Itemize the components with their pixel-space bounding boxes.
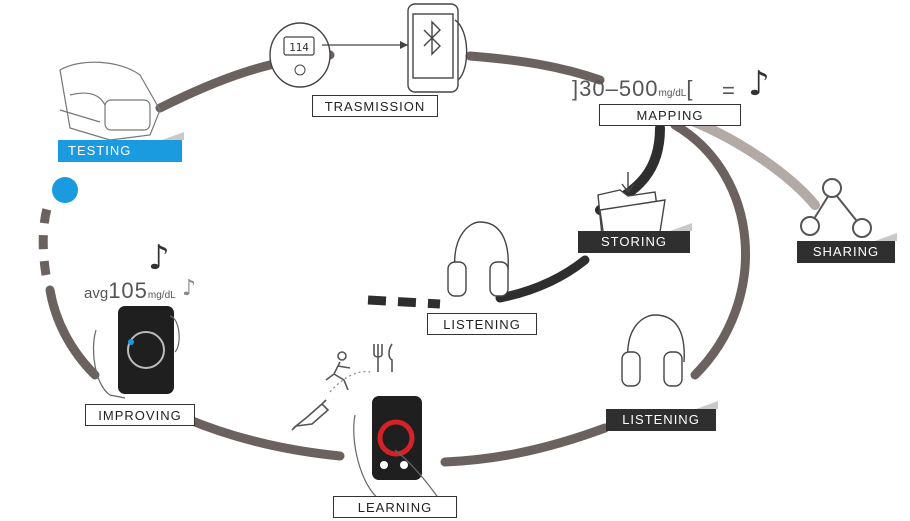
learning-dotted-arc — [329, 370, 371, 393]
loop-arc-left-lower — [45, 285, 100, 380]
avg-value: 105 — [108, 278, 148, 303]
testing-dot — [52, 177, 78, 203]
sharing-path — [685, 115, 820, 210]
transmission-arrow-head — [400, 41, 408, 49]
stage-label-trasmission: TRASMISSION — [312, 95, 438, 117]
fork-knife-icon — [373, 343, 393, 372]
loop-arc-right — [670, 120, 750, 380]
stage-label-listening-inner: LISTENING — [427, 313, 537, 335]
testing-hands-illustration — [59, 61, 161, 141]
glucose-meter-illustration: 114 — [269, 22, 331, 88]
range-value: 30–500 — [579, 76, 659, 101]
equals-sign: = — [722, 78, 736, 103]
range-unit: mg/dL — [658, 88, 687, 99]
phone-bluetooth-illustration — [407, 3, 468, 93]
inner-dashed-tail — [367, 295, 441, 309]
folder-illustration — [597, 172, 666, 239]
loop-arc-bottom-right — [440, 423, 610, 467]
avg-prefix: avg — [84, 285, 109, 302]
stage-label-storing: STORING — [578, 231, 690, 253]
syringe-icon — [291, 399, 330, 431]
stage-label-mapping: MAPPING — [599, 104, 741, 126]
improving-phone-illustration — [93, 306, 180, 399]
average-glucose-annotation: avg105mg/dL — [84, 278, 176, 304]
loop-arc-bottom-left — [180, 413, 345, 461]
glucose-range-annotation: ]30–500mg/dL[ — [572, 76, 693, 102]
running-person-icon — [325, 351, 351, 391]
range-open-bracket: ] — [572, 76, 580, 101]
inner-path-to-listening — [495, 255, 590, 303]
network-icon — [800, 178, 872, 238]
headphones-illustration-inner — [447, 221, 509, 297]
stage-label-improving: IMPROVING — [85, 404, 195, 426]
loop-arc-top-right — [465, 51, 605, 85]
music-note-icon-avg: ♪ — [148, 238, 170, 278]
range-close-bracket: [ — [686, 76, 694, 101]
loop-dashed-left — [38, 203, 53, 276]
avg-unit: mg/dL — [147, 290, 176, 301]
stage-label-learning: LEARNING — [333, 496, 457, 518]
stage-label-sharing: SHARING — [797, 241, 895, 263]
stage-label-listening-outer: LISTENING — [606, 409, 716, 431]
music-note-icon-small: ♪ — [182, 276, 197, 301]
stage-label-testing: TESTING — [58, 140, 182, 162]
music-note-icon: ♪ — [748, 64, 770, 104]
headphones-illustration-outer — [621, 314, 685, 387]
svg-text:114: 114 — [289, 41, 309, 54]
